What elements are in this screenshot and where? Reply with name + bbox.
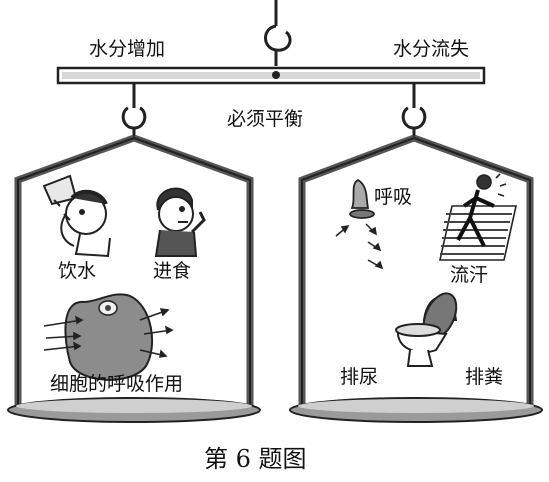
breathing-label: 呼吸 [374, 186, 413, 208]
defecation-label: 排粪 [465, 366, 504, 388]
water-gain-label: 水分增加 [89, 38, 166, 60]
right-hanger [401, 83, 427, 138]
cell-icon [64, 293, 153, 381]
left-pan [7, 134, 261, 423]
right-pan [289, 134, 543, 423]
oxygen-in-arrows [43, 315, 84, 351]
figure-caption: 第 6 题图 [204, 445, 307, 473]
hanging-hook-icon [264, 0, 292, 66]
left-hanger [121, 83, 147, 138]
sweating-runner-icon [439, 173, 517, 261]
drinking-person-icon [42, 174, 111, 258]
drink-water-label: 饮水 [58, 260, 97, 282]
nose-icon [349, 178, 375, 219]
urination-label: 排尿 [340, 366, 379, 388]
sweating-label: 流汗 [450, 264, 489, 286]
eat-food-label: 进食 [153, 260, 192, 282]
cell-respiration-label: 细胞的呼吸作用 [50, 373, 184, 395]
water-loss-label: 水分流失 [393, 38, 470, 60]
scale-beam [56, 66, 486, 85]
water-out-arrows [139, 308, 174, 358]
eating-person-icon [154, 187, 206, 257]
toilet-icon [395, 292, 458, 367]
must-balance-label: 必须平衡 [227, 108, 304, 130]
breath-vapor-arrows [335, 223, 384, 270]
